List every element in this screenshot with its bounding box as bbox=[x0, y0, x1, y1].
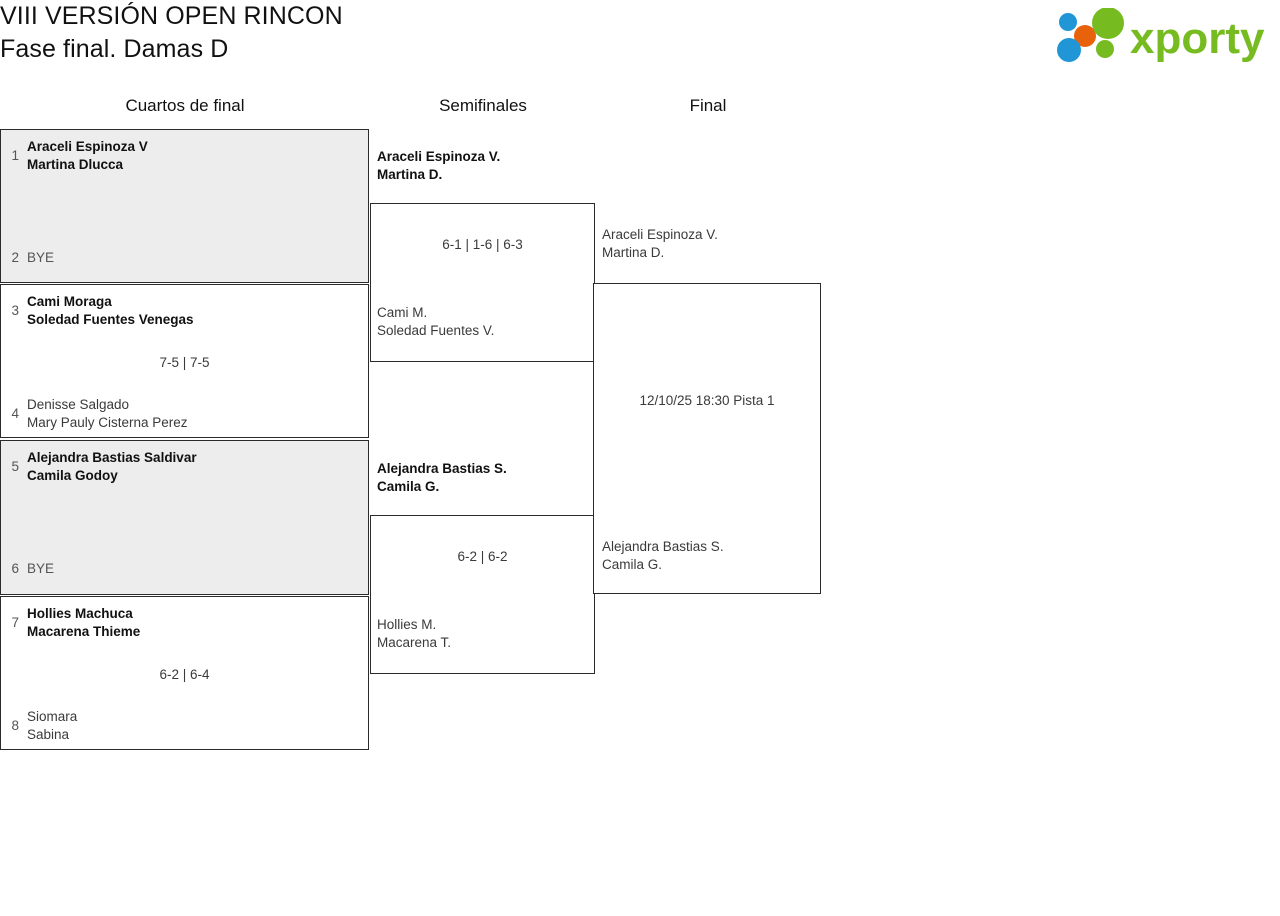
sf1-top-players: Araceli Espinoza V. Martina D. bbox=[377, 149, 501, 182]
qf3-top-slot[interactable]: 5 Alejandra Bastias Saldivar Camila Godo… bbox=[1, 449, 368, 485]
qf1-top-players: Araceli Espinoza V Martina Dlucca bbox=[27, 139, 148, 172]
match-box-qf4[interactable]: 7 Hollies Machuca Macarena Thieme 6-2 | … bbox=[0, 596, 369, 750]
final-top-players: Araceli Espinoza V. Martina D. bbox=[602, 227, 718, 260]
round-header-final: Final bbox=[689, 96, 727, 115]
match-box-qf3[interactable]: 5 Alejandra Bastias Saldivar Camila Godo… bbox=[0, 440, 369, 595]
qf2-bottom-players: Denisse Salgado Mary Pauly Cisterna Pere… bbox=[27, 397, 188, 430]
qf3-bottom-seed: 6 bbox=[11, 561, 19, 576]
match-box-final[interactable] bbox=[593, 283, 821, 594]
sf2-bottom-players: Hollies M. Macarena T. bbox=[377, 617, 452, 650]
xporty-logo-icon: xporty bbox=[1057, 8, 1265, 63]
page-title: VIII VERSIÓN OPEN RINCON Fase final. Dam… bbox=[0, 0, 700, 66]
sf1-score: 6-1 | 1-6 | 6-3 bbox=[442, 237, 523, 252]
qf2-bottom-slot[interactable]: 4 Denisse Salgado Mary Pauly Cisterna Pe… bbox=[1, 396, 368, 432]
match-box-qf1[interactable]: 1 Araceli Espinoza V Martina Dlucca 2 BY… bbox=[0, 129, 369, 283]
sf2-score: 6-2 | 6-2 bbox=[457, 549, 508, 564]
qf4-top-seed: 7 bbox=[11, 615, 19, 630]
sf1-bottom-players: Cami M. Soledad Fuentes V. bbox=[377, 305, 495, 338]
qf4-bottom-players: Siomara Sabina bbox=[27, 709, 78, 742]
qf3-bottom-slot[interactable]: 6 BYE bbox=[1, 560, 368, 578]
match-box-qf2[interactable]: 3 Cami Moraga Soledad Fuentes Venegas 7-… bbox=[0, 284, 369, 438]
qf4-top-players: Hollies Machuca Macarena Thieme bbox=[27, 606, 141, 639]
final-schedule: 12/10/25 18:30 Pista 1 bbox=[639, 393, 775, 408]
qf4-top-slot[interactable]: 7 Hollies Machuca Macarena Thieme bbox=[1, 605, 368, 641]
qf3-top-players: Alejandra Bastias Saldivar Camila Godoy bbox=[27, 450, 197, 483]
tournament-name: VIII VERSIÓN OPEN RINCON bbox=[0, 2, 343, 30]
qf4-bottom-slot[interactable]: 8 Siomara Sabina bbox=[1, 708, 368, 744]
qf4-bottom-seed: 8 bbox=[11, 718, 19, 733]
qf2-bottom-seed: 4 bbox=[11, 406, 19, 421]
round-header-quarterfinals: Cuartos de final bbox=[125, 96, 245, 115]
qf1-bottom-players: BYE bbox=[27, 250, 55, 265]
qf2-top-slot[interactable]: 3 Cami Moraga Soledad Fuentes Venegas bbox=[1, 293, 368, 329]
round-header-semifinals: Semifinales bbox=[439, 96, 527, 115]
qf2-top-seed: 3 bbox=[11, 303, 19, 318]
svg-text:xporty: xporty bbox=[1130, 14, 1265, 63]
match-box-sf2[interactable] bbox=[370, 515, 595, 674]
qf1-bottom-slot[interactable]: 2 BYE bbox=[1, 249, 368, 267]
final-bottom-players: Alejandra Bastias S. Camila G. bbox=[602, 539, 724, 572]
match-box-sf1[interactable] bbox=[370, 203, 595, 362]
sf2-top-players: Alejandra Bastias S. Camila G. bbox=[377, 461, 507, 494]
qf1-top-slot[interactable]: 1 Araceli Espinoza V Martina Dlucca bbox=[1, 138, 368, 174]
tournament-phase: Fase final. Damas D bbox=[0, 35, 229, 63]
xporty-logo[interactable]: xporty bbox=[1052, 8, 1274, 64]
qf2-score: 7-5 | 7-5 bbox=[159, 355, 210, 370]
qf3-top-seed: 5 bbox=[11, 459, 19, 474]
qf1-bottom-seed: 2 bbox=[11, 250, 19, 265]
qf1-top-seed: 1 bbox=[11, 148, 19, 163]
qf3-bottom-players: BYE bbox=[27, 561, 55, 576]
qf4-score: 6-2 | 6-4 bbox=[159, 667, 210, 682]
qf2-top-players: Cami Moraga Soledad Fuentes Venegas bbox=[27, 294, 194, 327]
